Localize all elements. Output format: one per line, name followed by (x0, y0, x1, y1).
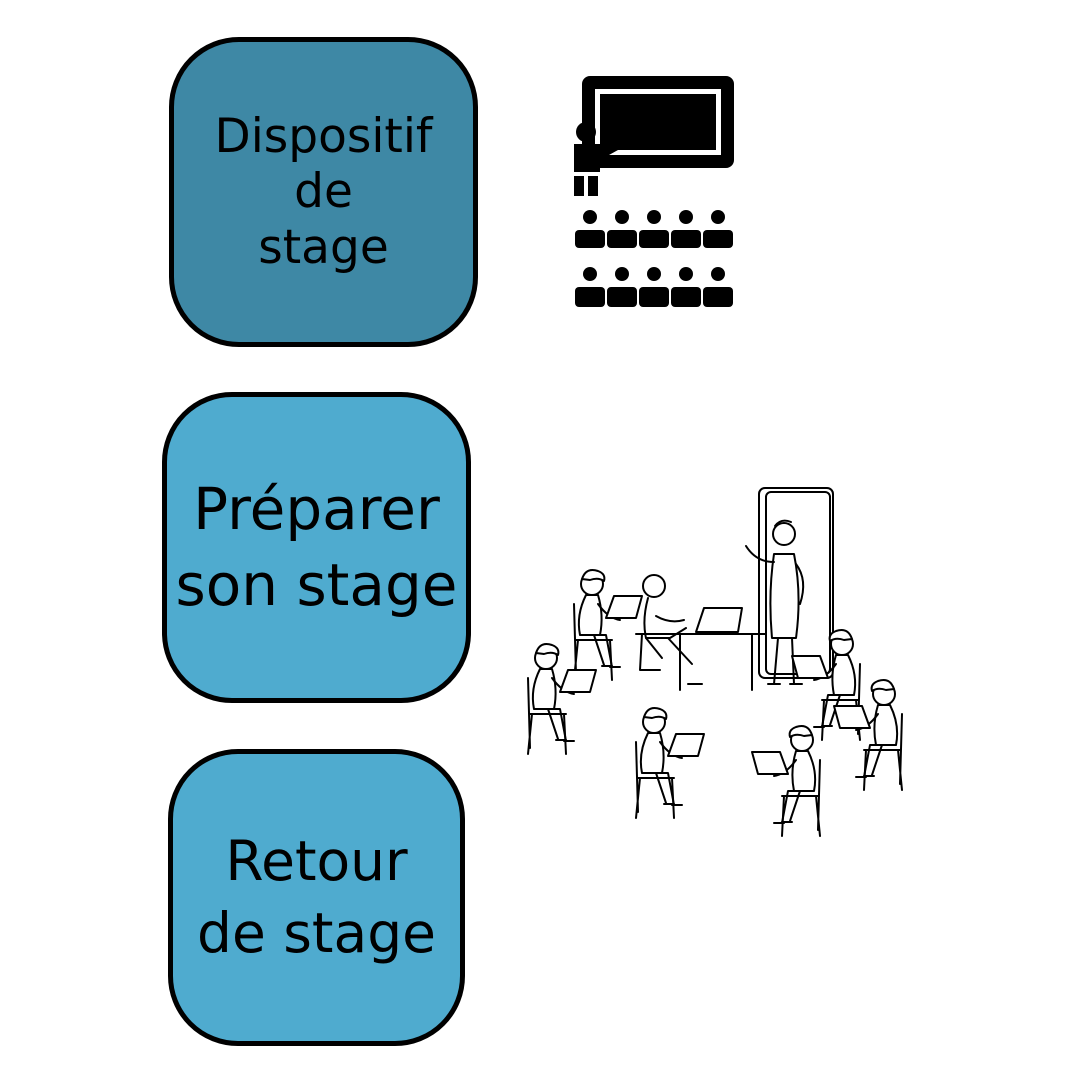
box-dispositif-de-stage[interactable]: Dispositif de stage (169, 37, 478, 347)
box-label-line: de (294, 164, 353, 220)
box-label-line: Préparer (193, 475, 440, 544)
box-preparer-son-stage[interactable]: Préparer son stage (162, 392, 471, 703)
box-label-line: Retour (225, 829, 408, 893)
box-label-line: de stage (197, 900, 436, 965)
box-label-line: Dispositif (214, 108, 433, 164)
box-label-line: son stage (175, 550, 458, 619)
group-workshop-illustration (527, 487, 903, 837)
box-retour-de-stage[interactable]: Retour de stage (168, 749, 465, 1046)
classroom-presentation-icon (574, 76, 734, 307)
box-label-line: stage (258, 219, 389, 275)
